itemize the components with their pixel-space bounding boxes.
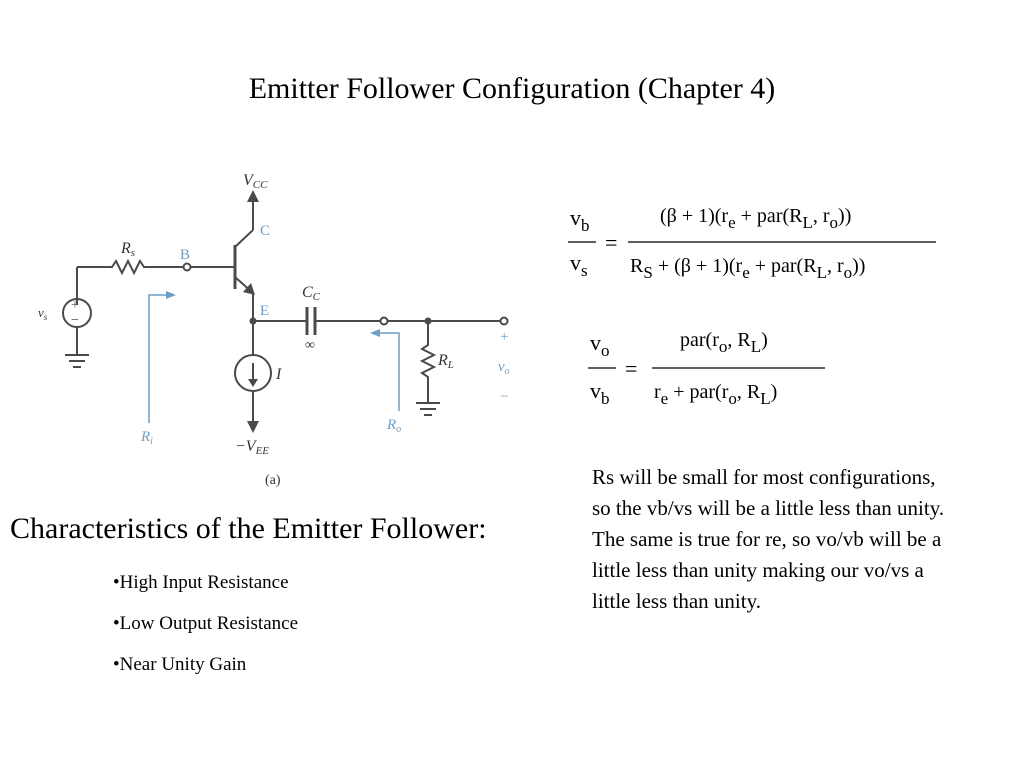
output-minus: − xyxy=(500,389,508,405)
slide-title: Emitter Follower Configuration (Chapter … xyxy=(248,72,776,105)
vo-label: vo xyxy=(498,359,510,377)
rl-label: RL xyxy=(437,352,454,371)
node-b xyxy=(182,262,192,272)
ri-arrowhead xyxy=(166,291,176,299)
node-c-label: C xyxy=(260,223,270,239)
ro-label: Ro xyxy=(386,417,401,435)
vcc-arrow xyxy=(247,190,259,202)
eq2-numerator: par(ro, RL) xyxy=(680,329,768,356)
list-item: •Near Unity Gain xyxy=(113,654,247,675)
source-label: vs xyxy=(38,305,48,322)
ri-arrow-path xyxy=(148,294,172,423)
collector-lead xyxy=(234,229,254,248)
vee-label: −VEE xyxy=(235,438,269,457)
eq1-denominator: RS + (β + 1)(re + par(RL, ro)) xyxy=(630,255,865,282)
source-minus: − xyxy=(71,313,79,328)
node-e-label: E xyxy=(260,303,269,319)
cc-label: CC xyxy=(302,284,321,303)
eq2-equals: = xyxy=(625,356,637,381)
current-label: I xyxy=(275,366,282,383)
current-arrow-head xyxy=(248,379,258,387)
emitter-follower-circuit: + − VCC Rs CC RL vs I −VEE ∞ B C E + vo … xyxy=(38,172,510,488)
characteristics-list: •High Input Resistance •Low Output Resis… xyxy=(113,572,298,695)
characteristics-heading: Characteristics of the Emitter Follower: xyxy=(10,512,487,545)
emitter-arrow xyxy=(243,283,255,295)
equation-vo-vb: vo vb = par(ro, RL) re + par(ro, RL) xyxy=(588,329,825,408)
rl-resistor xyxy=(419,321,437,403)
eq1-numerator: (β + 1)(re + par(RL, ro)) xyxy=(660,205,851,232)
rs-label: Rs xyxy=(120,240,135,259)
node-b-label: B xyxy=(180,247,190,263)
eq1-equals: = xyxy=(605,230,617,255)
ri-label: Ri xyxy=(140,429,153,447)
source-plus: + xyxy=(71,298,79,313)
vcc-label: VCC xyxy=(243,172,268,191)
list-item: •Low Output Resistance xyxy=(113,613,299,634)
ro-arrow-path xyxy=(374,332,400,411)
output-plus: + xyxy=(500,329,508,345)
circuit-caption: (a) xyxy=(265,473,281,488)
eq2-lhs-den: vb xyxy=(590,378,610,408)
eq2-denominator: re + par(ro, RL) xyxy=(654,381,777,408)
vee-arrow xyxy=(247,421,259,433)
output-node xyxy=(499,316,509,326)
equation-vb-vs: vb vs = (β + 1)(re + par(RL, ro)) RS + (… xyxy=(568,205,936,282)
eq2-lhs-num: vo xyxy=(590,330,610,360)
explanation-note: Rs will be small for most configurations… xyxy=(592,465,945,613)
eq1-lhs-num: vb xyxy=(570,205,590,235)
ro-node xyxy=(379,316,389,326)
list-item: •High Input Resistance xyxy=(113,572,289,593)
eq1-lhs-den: vs xyxy=(570,250,588,280)
rs-resistor xyxy=(77,258,184,276)
cc-value: ∞ xyxy=(305,338,315,353)
ro-arrowhead xyxy=(370,329,380,337)
